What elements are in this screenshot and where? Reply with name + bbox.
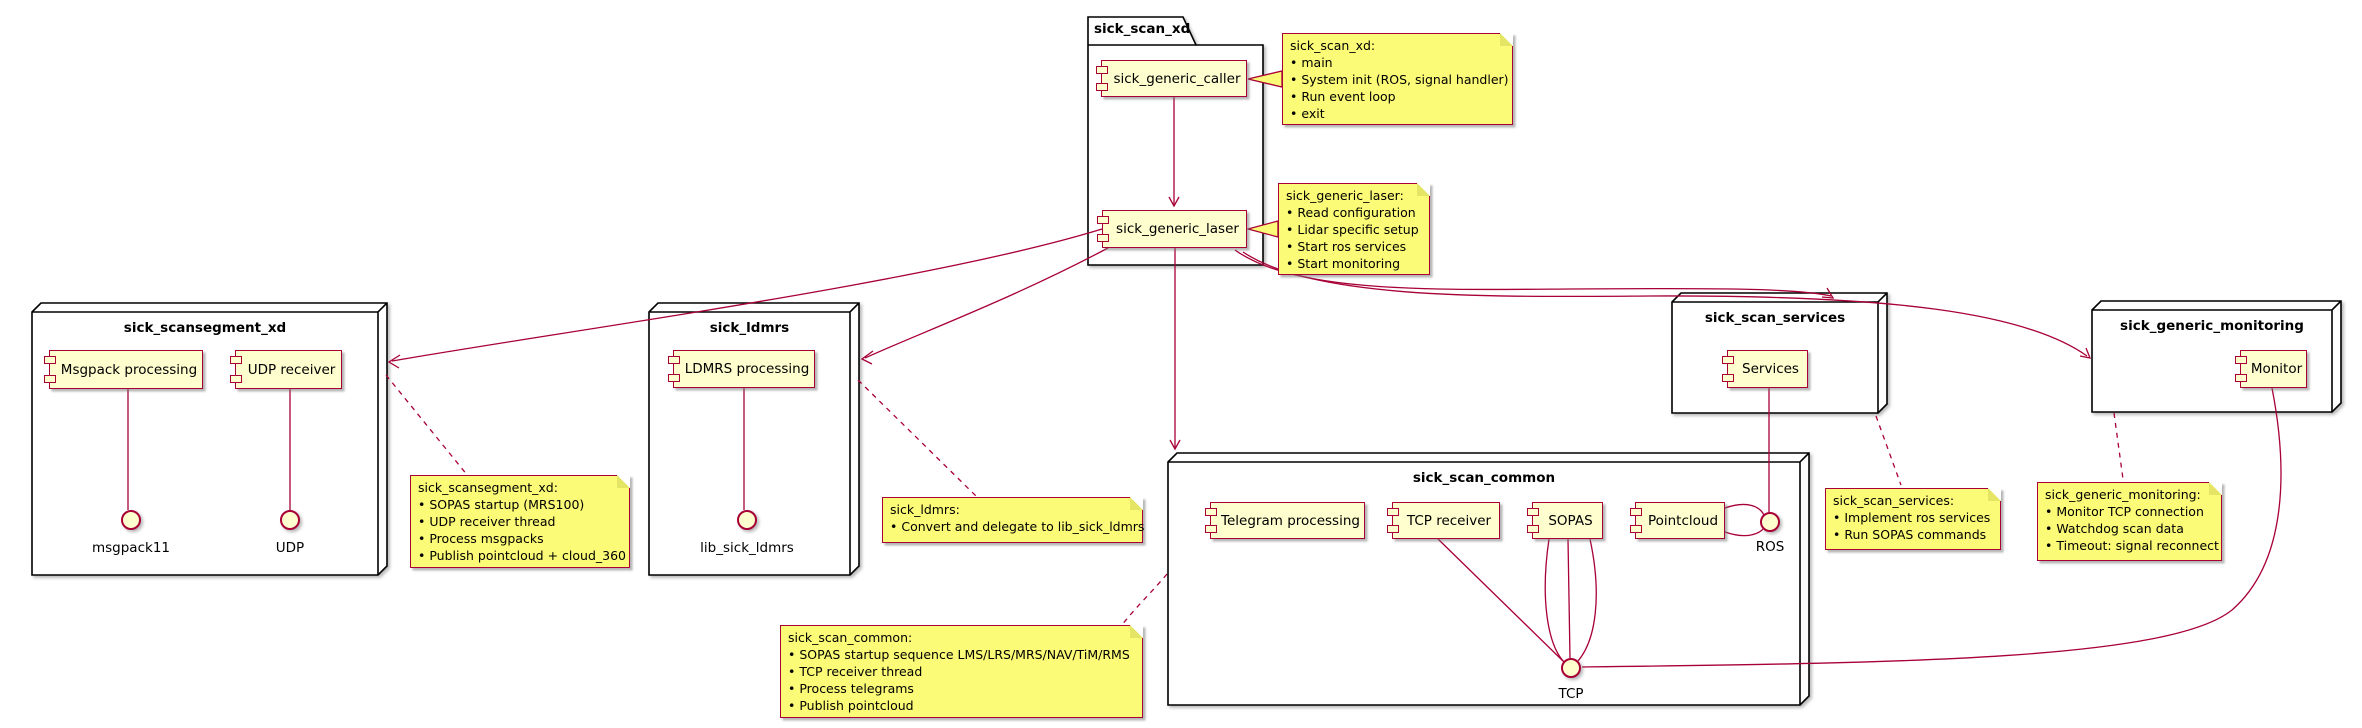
note-sick-scan-common: sick_scan_common: SOPAS startup sequence… bbox=[780, 625, 1143, 718]
node-sick-scansegment-xd-shape bbox=[31, 302, 388, 576]
note-fold-corner bbox=[1500, 33, 1513, 46]
component-icon bbox=[1630, 508, 1642, 516]
arrowhead-scansegment bbox=[387, 354, 401, 369]
note-sick-generic-laser: sick_generic_laser: Read configuration L… bbox=[1278, 183, 1430, 275]
interface-label-udp: UDP bbox=[275, 540, 305, 556]
arrowhead-common bbox=[1169, 439, 1181, 451]
component-icon bbox=[230, 375, 242, 383]
node-sick-scan-common-shape bbox=[1167, 452, 1810, 706]
component-icon bbox=[1722, 356, 1734, 364]
node-title-sick-generic-monitoring: sick_generic_monitoring bbox=[2120, 318, 2304, 334]
interface-ros-circle bbox=[1760, 512, 1780, 532]
edge-sopas-to-tcp-1 bbox=[1544, 538, 1565, 663]
edge-ldmrs-to-note bbox=[857, 379, 977, 497]
edge-laser-to-ldmrs bbox=[864, 247, 1109, 359]
component-telegram-processing: Telegram processing bbox=[1205, 502, 1365, 539]
component-icon bbox=[1205, 525, 1217, 533]
component-icon bbox=[668, 356, 680, 364]
component-icon bbox=[44, 375, 56, 383]
component-icon bbox=[2235, 356, 2247, 364]
component-icon bbox=[668, 374, 680, 382]
interface-label-lib-sick-ldmrs: lib_sick_ldmrs bbox=[700, 540, 794, 556]
note-sick-scansegment-xd: sick_scansegment_xd: SOPAS startup (MRS1… bbox=[410, 475, 630, 568]
note-fold-corner bbox=[1417, 183, 1430, 196]
edge-common-to-note bbox=[1121, 573, 1168, 626]
node-title-sick-scan-common: sick_scan_common bbox=[1412, 470, 1556, 486]
note-sick-scan-services: sick_scan_services: Implement ros servic… bbox=[1825, 488, 2001, 550]
component-sopas: SOPAS bbox=[1527, 502, 1603, 539]
arrowhead-ldmrs bbox=[860, 350, 874, 365]
component-msgpack-processing: Msgpack processing bbox=[44, 350, 203, 389]
component-icon bbox=[1527, 508, 1539, 516]
node-title-sick-scansegment-xd: sick_scansegment_xd bbox=[123, 320, 287, 336]
edge-pointcloud-to-ros-1 bbox=[1724, 503, 1765, 516]
component-services: Services bbox=[1722, 350, 1808, 388]
node-title-sick-scan-services: sick_scan_services bbox=[1704, 310, 1846, 326]
component-icon bbox=[1387, 508, 1399, 516]
component-ldmrs-processing: LDMRS processing bbox=[668, 350, 815, 388]
component-tcp-receiver: TCP receiver bbox=[1387, 502, 1500, 539]
interface-label-ros: ROS bbox=[1755, 539, 1785, 555]
edge-monitoring-to-note bbox=[2113, 412, 2124, 480]
component-icon bbox=[1205, 508, 1217, 516]
component-icon bbox=[230, 356, 242, 364]
component-pointcloud: Pointcloud bbox=[1630, 502, 1725, 539]
interface-tcp-circle bbox=[1561, 658, 1581, 678]
edge-sopas-to-tcp-2 bbox=[1567, 538, 1571, 659]
note-fold-corner bbox=[2209, 482, 2222, 495]
component-icon bbox=[44, 356, 56, 364]
edge-laser-to-scansegment bbox=[391, 228, 1103, 362]
arrowhead-services bbox=[1821, 287, 1835, 299]
edge-tcpreceiver-to-tcp bbox=[1437, 538, 1564, 662]
note-fold-corner bbox=[1988, 488, 2001, 501]
interface-udp-circle bbox=[280, 510, 300, 530]
interface-msgpack11-circle bbox=[121, 510, 141, 530]
component-icon bbox=[2235, 374, 2247, 382]
interface-circles bbox=[121, 510, 1780, 678]
component-icon bbox=[1097, 234, 1109, 242]
edge-scansegment-to-note bbox=[385, 374, 469, 477]
package-title-sick-scan-xd: sick_scan_xd bbox=[1094, 21, 1191, 37]
arrowhead-monitoring bbox=[2079, 347, 2092, 359]
component-icon bbox=[1722, 374, 1734, 382]
interface-label-msgpack11: msgpack11 bbox=[91, 540, 170, 556]
component-icon bbox=[1630, 525, 1642, 533]
note-fold-corner bbox=[1130, 497, 1143, 510]
solid-connectors bbox=[127, 97, 2282, 668]
note-sick-scan-xd: sick_scan_xd: main System init (ROS, sig… bbox=[1282, 33, 1513, 125]
component-icon bbox=[1096, 83, 1108, 91]
note-sick-generic-monitoring: sick_generic_monitoring: Monitor TCP con… bbox=[2037, 482, 2222, 561]
node-sick-ldmrs-shape bbox=[648, 302, 860, 576]
edge-monitor-to-tcp bbox=[1581, 387, 2282, 668]
component-monitor: Monitor bbox=[2235, 350, 2307, 388]
note-fold-corner bbox=[617, 475, 630, 488]
component-sick-generic-caller: sick_generic_caller bbox=[1096, 60, 1247, 97]
note-sick-ldmrs: sick_ldmrs: Convert and delegate to lib_… bbox=[882, 497, 1144, 543]
component-icon bbox=[1387, 525, 1399, 533]
node-title-sick-ldmrs: sick_ldmrs bbox=[709, 320, 790, 336]
component-icon bbox=[1097, 216, 1109, 224]
component-icon bbox=[1527, 525, 1539, 533]
edge-sopas-to-tcp-3 bbox=[1577, 538, 1597, 662]
component-icon bbox=[1096, 66, 1108, 74]
arrowhead-laser bbox=[1168, 196, 1180, 208]
edge-services-to-note bbox=[1875, 415, 1902, 486]
interface-lib-sick-ldmrs-circle bbox=[737, 510, 757, 530]
edge-pointcloud-to-ros-2 bbox=[1724, 527, 1765, 537]
interface-label-tcp: TCP bbox=[1558, 686, 1584, 702]
edge-laser-to-monitoring bbox=[1242, 251, 2088, 357]
dashed-connectors bbox=[385, 374, 2124, 626]
note-fold-corner bbox=[1130, 625, 1143, 638]
component-sick-generic-laser: sick_generic_laser bbox=[1097, 210, 1247, 248]
component-udp-receiver: UDP receiver bbox=[230, 350, 342, 389]
